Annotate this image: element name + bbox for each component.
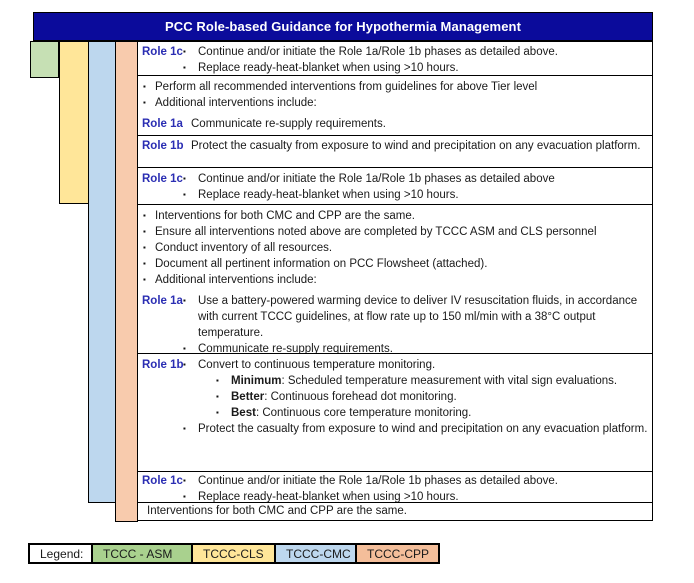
tier-column-tccc-cmc	[88, 41, 116, 503]
bullet-icon: ▪	[183, 63, 186, 72]
bullet-icon: ▪	[216, 392, 219, 401]
guidance-row-8: Interventions for both CMC and CPP are t…	[138, 503, 652, 520]
legend-item-label: TCCC - ASM	[103, 546, 173, 561]
guidance-line: ▪Communicate re-supply requirements.	[138, 341, 652, 353]
guidance-line: ▪Document all pertinent information on P…	[143, 258, 488, 270]
bullet-icon: ▪	[143, 82, 146, 91]
guidance-line: ▪Minimum: Scheduled temperature measurem…	[216, 375, 618, 387]
tier-column-tccc-asm	[30, 41, 59, 78]
guidance-line: ▪Perform all recommended interventions f…	[143, 81, 538, 93]
role-label: Role 1a	[142, 118, 183, 130]
legend-item-tccc-cmc: TCCC-CMC	[274, 543, 357, 564]
guidance-line: ▪Protect the casualty from exposure to w…	[183, 423, 648, 435]
guidance-row-2: ▪Perform all recommended interventions f…	[138, 76, 652, 136]
guidance-row-7: Role 1c▪Continue and/or initiate the Rol…	[138, 472, 652, 503]
guidance-line: ▪Best: Continuous core temperature monit…	[216, 407, 472, 419]
bullet-icon: ▪	[143, 275, 146, 284]
guidance-row-5: ▪Interventions for both CMC and CPP are …	[138, 205, 652, 354]
bullet-icon: ▪	[183, 360, 186, 369]
guidance-line: ▪Additional interventions include:	[143, 274, 317, 286]
role-label: Role 1b	[142, 140, 184, 152]
page-title: PCC Role-based Guidance for Hypothermia …	[164, 19, 522, 34]
legend-label: Legend:	[40, 546, 84, 561]
bullet-icon: ▪	[183, 174, 186, 183]
guidance-line: ▪Replace ready-heat-blanket when using >…	[183, 189, 459, 201]
guidance-line: ▪Additional interventions include:	[143, 97, 317, 109]
bullet-icon: ▪	[143, 259, 146, 268]
legend-item-label: TCCC-CMC	[286, 546, 351, 561]
bullet-icon: ▪	[216, 408, 219, 417]
guidance-line: ▪Conduct inventory of all resources.	[143, 242, 333, 254]
bullet-icon: ▪	[183, 190, 186, 199]
legend-item-tccc-asm: TCCC - ASM	[91, 543, 193, 564]
guidance-line: Role 1c▪Continue and/or initiate the Rol…	[142, 173, 555, 185]
bullet-icon: ▪	[216, 376, 219, 385]
legend-label-cell: Legend:	[28, 543, 93, 564]
role-label: Role 1b	[142, 359, 184, 371]
bullet-icon: ▪	[143, 211, 146, 220]
bullet-icon: ▪	[183, 296, 186, 305]
legend-item-tccc-cpp: TCCC-CPP	[355, 543, 440, 564]
emphasis-text: Minimum	[231, 375, 282, 387]
guidance-line: Role 1c▪Continue and/or initiate the Rol…	[142, 475, 558, 487]
legend-item-label: TCCC-CPP	[367, 546, 429, 561]
legend: Legend: TCCC - ASM TCCC-CLS TCCC-CMC TCCC-C…	[28, 543, 440, 564]
legend-item-label: TCCC-CLS	[203, 546, 264, 561]
guidance-line: ▪Replace ready-heat-blanket when using >…	[183, 62, 459, 74]
bullet-icon: ▪	[183, 424, 186, 433]
guidance-row-6: Role 1b▪Convert to continuous temperatur…	[138, 354, 652, 472]
bullet-icon: ▪	[143, 227, 146, 236]
guidance-row-1: Role 1c▪Continue and/or initiate the Rol…	[138, 42, 652, 76]
emphasis-text: Better	[231, 391, 265, 403]
guidance-line: Role 1a▪Use a battery-powered warming de…	[142, 295, 638, 339]
guidance-line: Interventions for both CMC and CPP are t…	[147, 505, 407, 517]
bullet-icon: ▪	[183, 492, 186, 501]
bullet-icon: ▪	[183, 476, 186, 485]
guidance-line: ▪Ensure all interventions noted above ar…	[143, 226, 597, 238]
bullet-icon: ▪	[143, 98, 146, 107]
bullet-icon: ▪	[143, 243, 146, 252]
page-title-bar: PCC Role-based Guidance for Hypothermia …	[33, 12, 653, 41]
tier-column-tccc-cls	[59, 41, 89, 204]
emphasis-text: Best	[231, 407, 256, 419]
legend-item-tccc-cls: TCCC-CLS	[191, 543, 276, 564]
guidance-line: Role 1b▪Convert to continuous temperatur…	[142, 359, 436, 371]
guidance-line: ▪Interventions for both CMC and CPP are …	[143, 210, 415, 222]
bullet-icon: ▪	[183, 47, 186, 56]
guidance-row-4: Role 1c▪Continue and/or initiate the Rol…	[138, 168, 652, 205]
guidance-line: Role 1c▪Continue and/or initiate the Rol…	[142, 46, 558, 58]
guidance-table: Role 1c▪Continue and/or initiate the Rol…	[137, 41, 653, 521]
role-label: Role 1c	[142, 46, 183, 58]
bullet-icon: ▪	[183, 344, 186, 353]
guidance-line: ▪Better: Continuous forehead dot monitor…	[216, 391, 457, 403]
guidance-line: ▪Replace ready-heat-blanket when using >…	[183, 491, 459, 503]
role-label: Role 1a	[142, 295, 183, 307]
role-label: Role 1c	[142, 475, 183, 487]
tier-column-tccc-cpp	[115, 41, 138, 522]
role-label: Role 1c	[142, 173, 183, 185]
